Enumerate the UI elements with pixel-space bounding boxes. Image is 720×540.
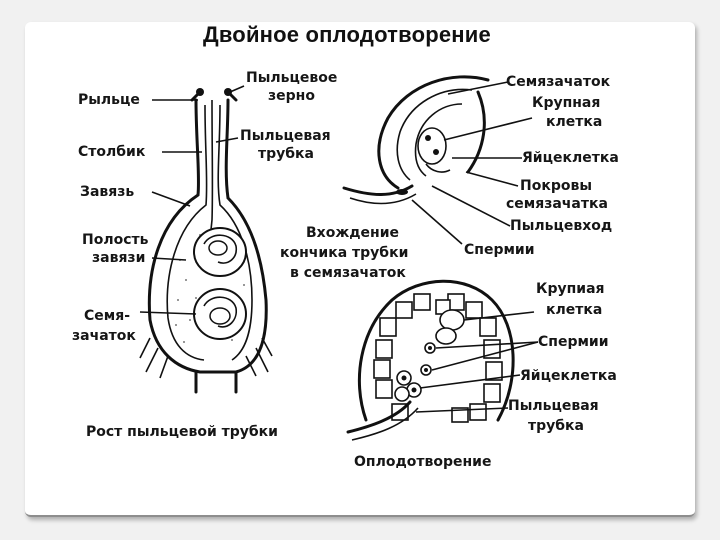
label-egg-cell: Яйцеклетка	[522, 150, 619, 166]
label-large-cell-b-2: клетка	[546, 302, 602, 318]
label-sperm-bottom: Спермии	[538, 334, 609, 350]
label-tube-entry-2: кончика трубки	[280, 245, 408, 261]
top-right-labels: Семязачаток Крупная клетка Яйцеклетка По…	[280, 74, 619, 281]
label-ovary-cavity-2: завязи	[92, 250, 145, 266]
label-pollen-tube-b-1: Пыльцевая	[508, 398, 599, 414]
pistil-drawing	[139, 88, 273, 394]
label-large-cell-1: Крупная	[532, 95, 600, 111]
caption-tube-growth: Рост пыльцевой трубки	[86, 424, 278, 440]
fertilization-drawing	[346, 279, 515, 441]
ovule-upper	[193, 227, 247, 277]
pollen-grain-left	[196, 88, 204, 96]
label-large-cell-b-1: Крупиая	[536, 281, 605, 297]
label-tube-entry-3: в семязачаток	[290, 265, 406, 281]
label-ovule-2: зачаток	[72, 328, 136, 344]
label-integuments-1: Покровы	[520, 178, 592, 194]
label-pollen-tube-2: трубка	[258, 146, 314, 162]
label-ovule-1: Семя-	[84, 308, 130, 324]
ovule-lower	[193, 288, 247, 340]
label-large-cell-2: клетка	[546, 114, 602, 130]
nucellus-cells	[373, 293, 503, 423]
caption-fertilization: Оплодотворение	[354, 454, 491, 470]
slide-title: Двойное оплодотворение	[203, 22, 491, 47]
top-right-leader-lines	[411, 81, 533, 245]
label-ovary-cavity-1: Полость	[82, 232, 149, 248]
label-egg-cell-bottom: Яйцеклетка	[520, 368, 617, 384]
left-labels: Рыльце Пыльцевое зерно Пыльцевая трубка …	[72, 70, 337, 440]
label-pollen-grain-2: зерно	[268, 88, 315, 104]
bottom-right-leader-lines	[415, 311, 539, 413]
ovule-entry-drawing	[342, 75, 490, 205]
label-pollen-grain-1: Пыльцевое	[246, 70, 337, 86]
label-micropyle: Пыльцевход	[510, 218, 612, 234]
label-style: Столбик	[78, 144, 146, 160]
pollen-grain-right	[224, 88, 232, 96]
label-tube-entry-1: Вхождение	[306, 225, 399, 241]
label-pollen-tube-1: Пыльцевая	[240, 128, 331, 144]
bottom-right-labels: Крупиая клетка Спермии Яйцеклетка Пыльце…	[354, 281, 617, 470]
label-stigma: Рыльце	[78, 92, 140, 108]
left-leader-lines	[139, 85, 245, 315]
label-integuments-2: семязачатка	[506, 196, 608, 212]
label-sperm-top: Спермии	[464, 242, 535, 258]
label-pollen-tube-b-2: трубка	[528, 418, 584, 434]
slide-frame	[25, 22, 695, 517]
label-ovary: Завязь	[80, 184, 134, 200]
label-ovule: Семязачаток	[506, 74, 611, 90]
